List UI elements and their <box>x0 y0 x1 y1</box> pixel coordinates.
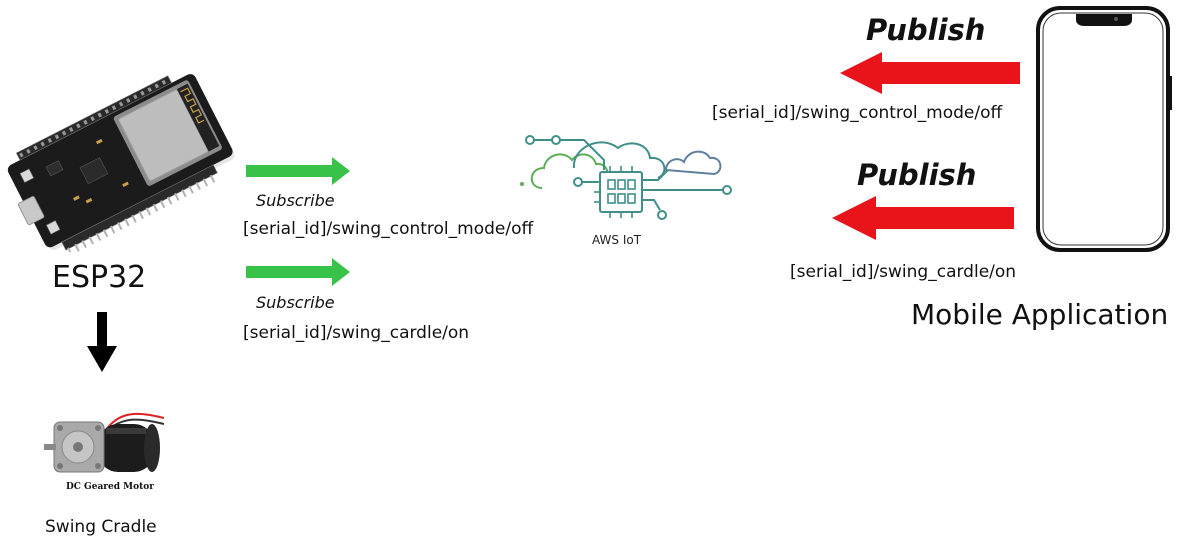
smartphone-icon <box>1036 6 1172 252</box>
left-arrow-icon <box>832 196 1014 240</box>
publish-arrow-2 <box>830 196 1014 242</box>
mobile-phone <box>1036 6 1172 254</box>
subscribe-arrow-1 <box>246 156 352 186</box>
publish-label-1: Publish <box>866 13 986 47</box>
down-arrow-icon <box>87 312 117 372</box>
esp32-board <box>6 70 238 252</box>
esp32-board-icon <box>7 74 235 252</box>
aws-iot <box>518 126 738 230</box>
publish-arrow-1 <box>838 52 1020 96</box>
aws-iot-cloud-icon <box>520 135 732 220</box>
subscribe-label-2: Subscribe <box>256 293 335 312</box>
left-arrow-icon <box>840 52 1020 94</box>
subscribe-topic-1: [serial_id]/swing_control_mode/off <box>243 219 534 239</box>
motor-label: Swing Cradle <box>45 517 157 537</box>
publish-label-2: Publish <box>857 158 977 192</box>
aws-iot-label: AWS IoT <box>592 233 642 247</box>
subscribe-arrow-2 <box>246 257 352 287</box>
dc-motor <box>40 402 170 498</box>
right-arrow-icon <box>246 258 350 286</box>
subscribe-label-1: Subscribe <box>256 191 335 210</box>
subscribe-topic-2: [serial_id]/swing_cardle/on <box>243 323 470 343</box>
motor-plate-text: DC Geared Motor <box>65 482 155 492</box>
esp32-to-motor-arrow <box>84 312 120 374</box>
publish-topic-1: [serial_id]/swing_control_mode/off <box>712 103 1003 123</box>
right-arrow-icon <box>246 157 350 185</box>
publish-topic-2: [serial_id]/swing_cardle/on <box>790 262 1017 282</box>
esp32-label: ESP32 <box>52 260 147 295</box>
dc-motor-icon <box>44 412 165 473</box>
mobile-label: Mobile Application <box>911 298 1169 331</box>
